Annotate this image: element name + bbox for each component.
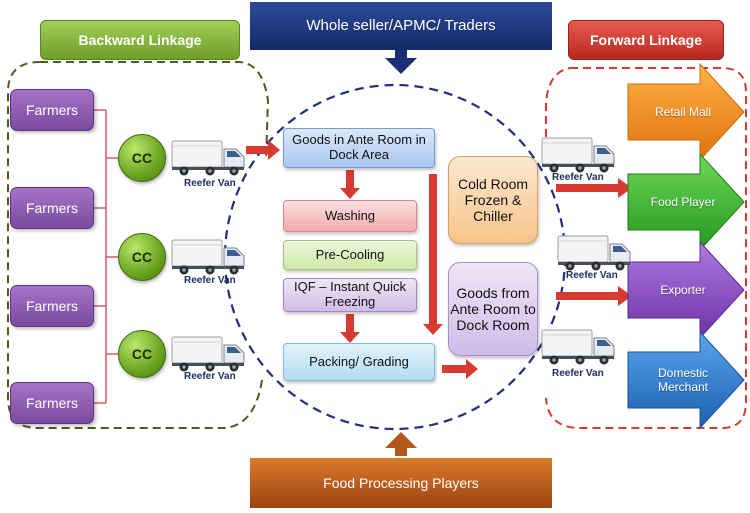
food-player-label: Food Player [650, 194, 716, 209]
reefer-van-label: Reefer Van [184, 275, 236, 286]
retail-mall-arrow [627, 62, 745, 162]
right-arrow-icon [556, 178, 632, 198]
farmer-bracket [94, 109, 118, 404]
reefer-van-label: Reefer Van [566, 270, 618, 281]
collection-centre: CC [118, 330, 166, 378]
reefer-van-label: Reefer Van [552, 368, 604, 379]
truck-icon [540, 134, 618, 174]
truck-icon [170, 137, 248, 177]
cold-room-box: Cold Room Frozen & Chiller [448, 156, 538, 244]
pre-cooling-step: Pre-Cooling [283, 240, 417, 270]
down-arrow-icon [423, 174, 443, 335]
collection-centre: CC [118, 134, 166, 182]
forward-linkage-title: Forward Linkage [568, 20, 724, 60]
reefer-van-label: Reefer Van [184, 178, 236, 189]
header-banner [250, 2, 552, 50]
washing-step: Washing [283, 200, 417, 232]
forward-region [545, 67, 747, 429]
backward-linkage-title: Backward Linkage [40, 20, 240, 60]
bottom-title: Food Processing Players [323, 474, 479, 491]
exporter-label: Exporter [660, 282, 706, 297]
reefer-van-label: Reefer Van [552, 172, 604, 183]
domestic-merchant-label: Domestic Merchant [657, 365, 709, 394]
down-arrow-icon [340, 314, 360, 343]
goods-ante-room-step: Goods in Ante Room in Dock Area [283, 128, 435, 168]
right-arrow-icon [246, 140, 280, 160]
reefer-van-label: Reefer Van [184, 371, 236, 382]
down-arrow-icon [385, 50, 417, 74]
dock-room-box: Goods from Ante Room to Dock Room [448, 262, 538, 356]
right-arrow-icon [442, 359, 478, 379]
domestic-merchant-arrow [627, 330, 745, 430]
truck-icon [170, 236, 248, 276]
exporter-arrow [627, 240, 745, 340]
food-player-arrow [627, 152, 745, 252]
truck-icon [540, 326, 618, 366]
farmer-box: Farmers [10, 285, 94, 327]
retail-mall-label: Retail Mall [654, 104, 711, 119]
farmer-box: Farmers [10, 89, 94, 131]
packing-grading-step: Packing/ Grading [283, 343, 435, 381]
right-arrow-icon [556, 286, 632, 306]
down-arrow-icon [340, 170, 360, 199]
bottom-banner [250, 458, 552, 508]
header-title: Whole seller/APMC/ Traders [306, 17, 496, 35]
truck-icon [556, 232, 634, 272]
up-arrow-icon [385, 432, 417, 456]
farmer-box: Farmers [10, 382, 94, 424]
farmer-box: Farmers [10, 187, 94, 229]
truck-icon [170, 333, 248, 373]
forward-region-left [545, 67, 571, 150]
iqf-step: IQF – Instant Quick Freezing [283, 278, 417, 312]
collection-centre: CC [118, 233, 166, 281]
